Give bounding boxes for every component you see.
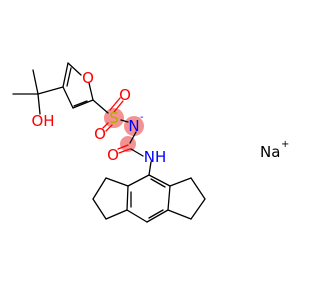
bond: [190, 198, 206, 220]
nitrogen-anion-label: N: [128, 117, 139, 135]
bond: [37, 93, 41, 115]
bond: [129, 131, 137, 144]
bond: [92, 99, 109, 114]
nitrogen-highlight: [124, 116, 144, 136]
molecule-canvas: OH O S O O N - O NH Na +: [12, 62, 290, 223]
bond: [66, 67, 72, 87]
bond: [148, 161, 152, 176]
bond: [117, 144, 129, 150]
bond: [37, 86, 64, 95]
bond: [146, 209, 169, 223]
bond: [167, 185, 171, 211]
bond: [190, 177, 206, 200]
sulfonyl-oxygen-bottom-label: O: [94, 125, 106, 143]
bond: [105, 209, 128, 220]
bond: [73, 100, 88, 107]
sulfonyl-oxygen-top-label: O: [119, 86, 131, 104]
carbonyl-oxygen-label: O: [107, 146, 119, 164]
bond: [92, 198, 107, 220]
bond: [32, 69, 39, 95]
sodium-charge: +: [281, 139, 289, 150]
furan-oxygen-label: O: [82, 69, 94, 87]
bond: [102, 122, 109, 129]
sulfur-label: S: [109, 109, 119, 127]
bond: [62, 86, 74, 109]
bond: [148, 174, 171, 187]
bond: [72, 99, 94, 109]
bond: [118, 148, 131, 154]
sodium-ion-label: Na: [260, 143, 280, 161]
bond: [167, 209, 192, 220]
bond: [127, 174, 150, 187]
bond: [67, 62, 82, 76]
bond: [105, 124, 113, 132]
sulfur-highlight: [104, 108, 124, 128]
bond: [92, 177, 107, 200]
amide-nh-label: NH: [144, 148, 167, 166]
nitrogen-charge: -: [140, 112, 144, 123]
bond: [62, 62, 69, 88]
bond: [113, 100, 124, 113]
bond: [126, 209, 148, 223]
hydroxyl-label: OH: [31, 112, 54, 130]
bond: [126, 185, 129, 211]
bond: [120, 119, 129, 123]
bond: [150, 178, 166, 188]
bond: [130, 148, 144, 157]
bond: [105, 177, 129, 187]
bond: [148, 209, 164, 219]
bond: [169, 177, 192, 187]
bond: [88, 82, 94, 101]
bonds: [12, 62, 206, 223]
bond: [109, 97, 121, 111]
